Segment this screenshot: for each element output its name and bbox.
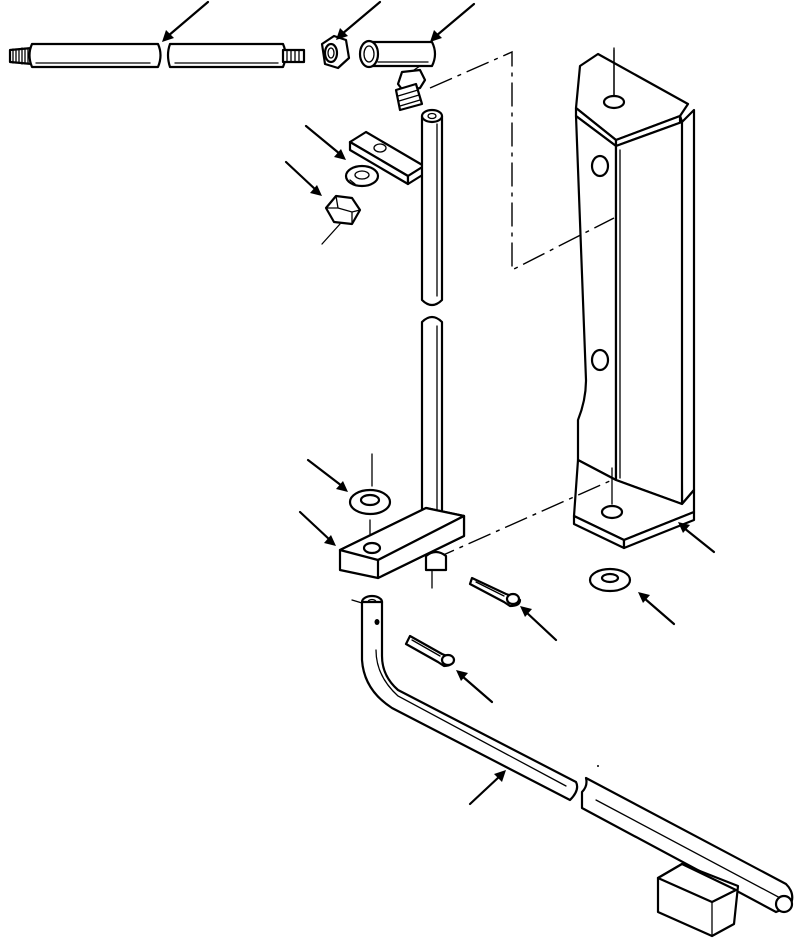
cotter-pin-lower bbox=[404, 634, 456, 668]
speck bbox=[597, 765, 599, 767]
callout-arrow-linkage-rod bbox=[468, 770, 506, 806]
callout-arrow-lever-plate bbox=[304, 124, 346, 160]
shaft-base-block bbox=[338, 506, 466, 580]
cotter-pin-right bbox=[468, 576, 522, 608]
lock-washer bbox=[344, 164, 380, 188]
callout-arrow-bracket bbox=[678, 522, 716, 554]
flat-washer-bracket bbox=[588, 567, 632, 593]
callout-arrow-coupler bbox=[430, 2, 476, 42]
callout-arrow-base-block bbox=[298, 510, 336, 546]
threaded-rod bbox=[8, 42, 306, 69]
hex-nut-lower bbox=[324, 194, 362, 226]
ball-joint-stud bbox=[394, 65, 427, 112]
hex-nut-top bbox=[320, 34, 351, 70]
flat-washer-left bbox=[348, 488, 392, 516]
callout-arrow-washer-bracket bbox=[638, 592, 676, 626]
support-bracket bbox=[572, 52, 696, 550]
callout-arrow-hex-nut-lower bbox=[284, 160, 322, 196]
callout-arrows bbox=[162, 0, 716, 806]
callout-arrow-cotter-right bbox=[520, 606, 558, 642]
callout-arrow-washer-left bbox=[306, 458, 348, 492]
end-block bbox=[656, 862, 740, 938]
callout-arrow-threaded-rod bbox=[162, 0, 210, 42]
rod-end-coupler bbox=[358, 39, 437, 69]
callout-leader-hex-nut-lower bbox=[321, 223, 341, 245]
callout-arrow-hex-nut-top bbox=[336, 0, 382, 40]
bent-linkage-rod bbox=[360, 594, 794, 914]
vertical-shaft bbox=[420, 108, 444, 522]
callout-arrow-cotter-lower bbox=[456, 670, 494, 704]
